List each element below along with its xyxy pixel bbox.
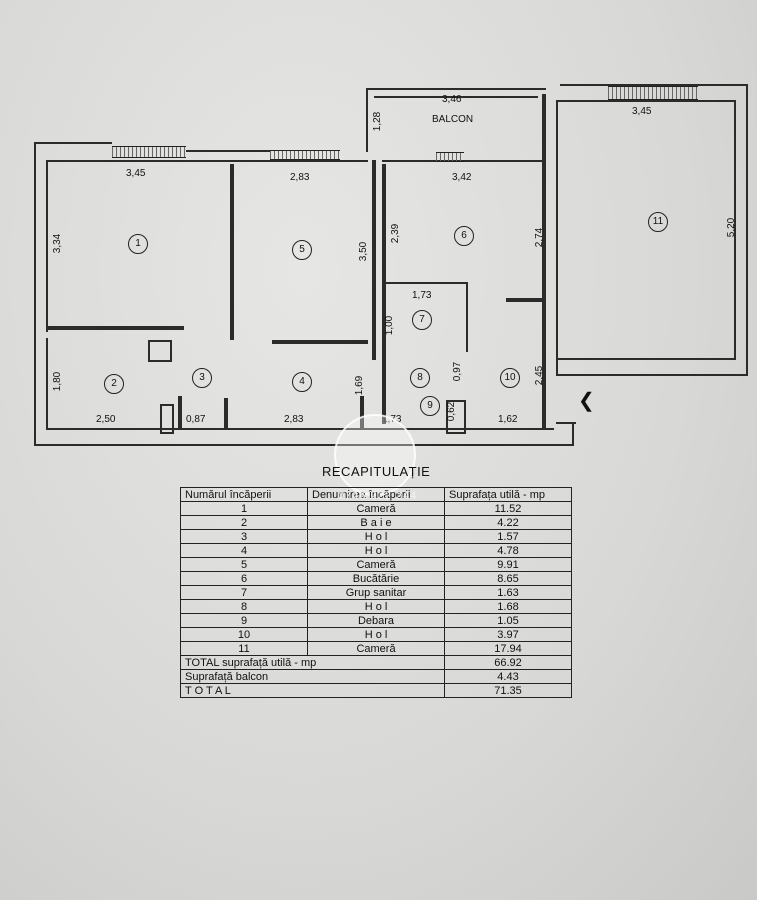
dim-balcony-left: 1,28	[372, 111, 384, 132]
total-value: 66.92	[444, 655, 572, 670]
total-label: T O T A L	[180, 683, 445, 698]
header-area: Suprafața utilă - mp	[444, 487, 572, 502]
dim-r8-right: 0,97	[452, 361, 464, 382]
room-area-cell: 1.57	[444, 529, 572, 544]
room-number-cell: 7	[180, 585, 308, 600]
recap-table: Numărul încăperii Denumirea încăperii Su…	[180, 487, 572, 698]
room-marker-4: 4	[292, 372, 312, 392]
dim-r1-top: 3,45	[126, 168, 146, 179]
room-name-cell: H o l	[307, 529, 445, 544]
dim-r1-left: 3,34	[52, 233, 64, 254]
dim-r10-left: 2,45	[534, 365, 546, 386]
room-marker-11: 11	[648, 212, 668, 232]
balcony-label: BALCON	[432, 114, 474, 125]
room-area-cell: 4.78	[444, 543, 572, 558]
dim-r5-right: 3,50	[358, 241, 370, 262]
room-number-cell: 10	[180, 627, 308, 642]
dim-r6-top: 3,42	[452, 172, 472, 183]
room-area-cell: 11.52	[444, 501, 572, 516]
room-area-cell: 1.68	[444, 599, 572, 614]
dim-r7-top: 1,73	[412, 290, 432, 301]
dim-r11-right: 5,20	[726, 217, 738, 238]
entrance-arrow-icon: ❮	[578, 390, 595, 412]
room-number-cell: 1	[180, 501, 308, 516]
room-name-cell: Cameră	[307, 501, 445, 516]
room-name-cell: Cameră	[307, 641, 445, 656]
room-marker-9: 9	[420, 396, 440, 416]
room-number-cell: 4	[180, 543, 308, 558]
room-number-cell: 11	[180, 641, 308, 656]
header-room-number: Numărul încăperii	[180, 487, 308, 502]
room-name-cell: H o l	[307, 627, 445, 642]
total-label: Suprafață balcon	[180, 669, 445, 684]
room-area-cell: 1.63	[444, 585, 572, 600]
room-number-cell: 6	[180, 571, 308, 586]
room-area-cell: 3.97	[444, 627, 572, 642]
room-number-cell: 5	[180, 557, 308, 572]
total-value: 4.43	[444, 669, 572, 684]
recap-title: RECAPITULAȚIE	[322, 464, 431, 479]
room-marker-1: 1	[128, 234, 148, 254]
watermark-phone: 0746 222 244	[338, 490, 418, 502]
dim-r11-top: 3,45	[632, 106, 652, 117]
dim-r2-bottom: 2,50	[96, 414, 116, 425]
dim-r9-left: 0,62	[446, 401, 458, 422]
dim-r4-bottom: 2,83	[284, 414, 304, 425]
dim-balcony-top: 3,46	[442, 94, 462, 105]
room-name-cell: Cameră	[307, 557, 445, 572]
room-area-cell: 9.91	[444, 557, 572, 572]
room-area-cell: 8.65	[444, 571, 572, 586]
room-area-cell: 4.22	[444, 515, 572, 530]
room-marker-2: 2	[104, 374, 124, 394]
dim-r6-left: 2,39	[390, 223, 402, 244]
room-marker-10: 10	[500, 368, 520, 388]
room-name-cell: H o l	[307, 543, 445, 558]
room-number-cell: 9	[180, 613, 308, 628]
dim-r4-right: 1,69	[354, 375, 366, 396]
dim-r7-left: 1,00	[384, 315, 396, 336]
total-value: 71.35	[444, 683, 572, 698]
room-name-cell: Bucătărie	[307, 571, 445, 586]
room-area-cell: 17.94	[444, 641, 572, 656]
dim-r3-bottom: 0,87	[186, 414, 206, 425]
room-marker-6: 6	[454, 226, 474, 246]
room-area-cell: 1.05	[444, 613, 572, 628]
room-name-cell: H o l	[307, 599, 445, 614]
room-number-cell: 8	[180, 599, 308, 614]
dim-r10-bottom: 1,62	[498, 414, 518, 425]
room-name-cell: Grup sanitar	[307, 585, 445, 600]
dim-r5-top: 2,83	[290, 172, 310, 183]
agency-seal-icon	[334, 414, 416, 496]
dim-r6-right: 2,74	[534, 227, 546, 248]
room-number-cell: 3	[180, 529, 308, 544]
room-marker-3: 3	[192, 368, 212, 388]
room-name-cell: Debara	[307, 613, 445, 628]
room-marker-8: 8	[410, 368, 430, 388]
room-name-cell: B a i e	[307, 515, 445, 530]
room-marker-7: 7	[412, 310, 432, 330]
room-number-cell: 2	[180, 515, 308, 530]
room-marker-5: 5	[292, 240, 312, 260]
dim-r2-left: 1,80	[52, 371, 64, 392]
total-label: TOTAL suprafață utilă - mp	[180, 655, 445, 670]
